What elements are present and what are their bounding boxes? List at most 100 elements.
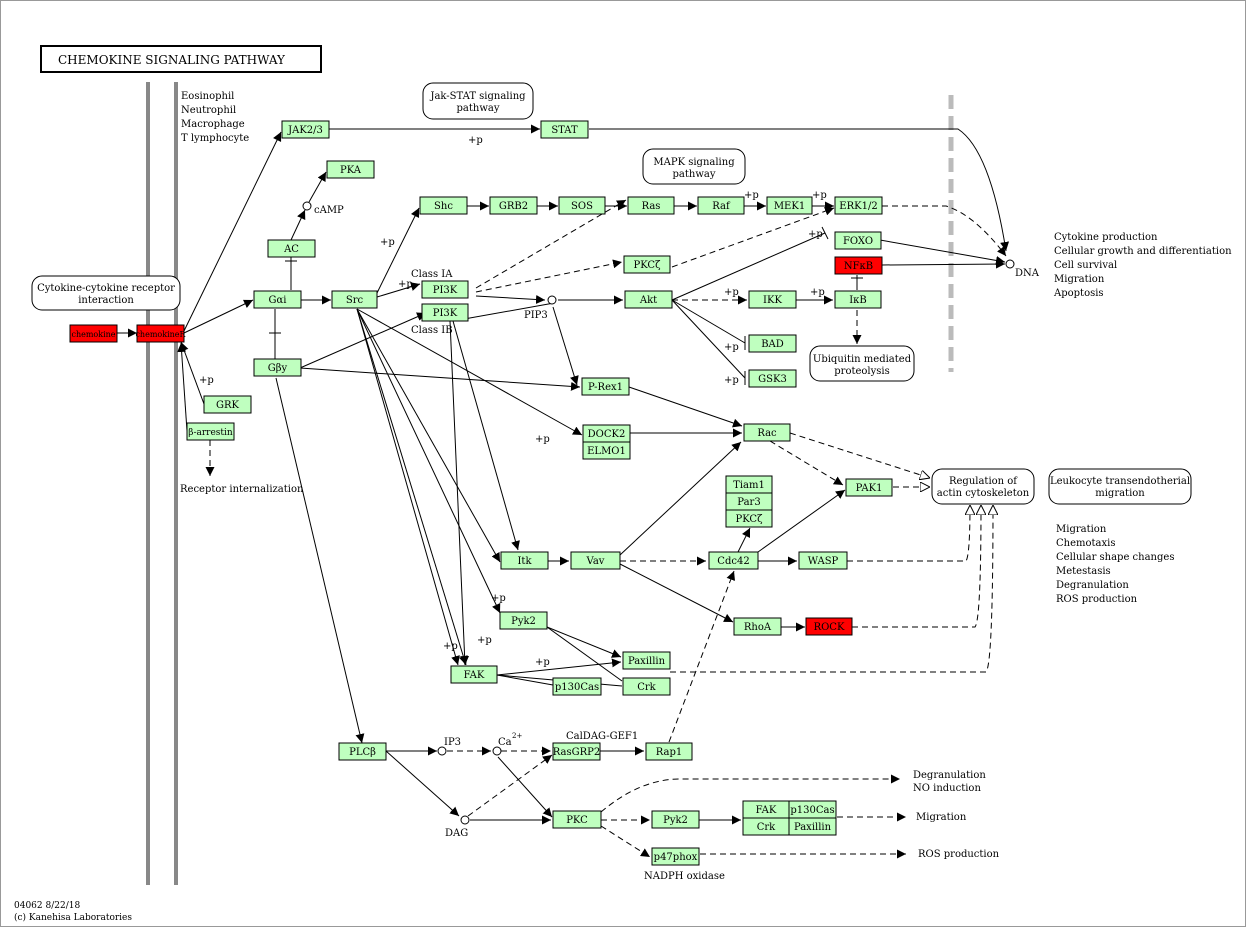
gene-paxillin-complex[interactable]: Paxillin [788, 817, 837, 836]
gene-ras[interactable]: Ras [627, 196, 675, 215]
svg-text:PKC: PKC [566, 815, 588, 826]
svg-text:+p: +p [535, 657, 550, 668]
gene-p130cas[interactable]: p130Cas [552, 677, 602, 696]
link-ubiquitin[interactable]: Ubiquitin mediated proteolysis [809, 345, 915, 382]
gene-plcb[interactable]: PLCβ [338, 742, 387, 761]
gene-pka[interactable]: PKA [326, 160, 375, 179]
svg-text:chemokineR: chemokineR [135, 330, 186, 339]
svg-text:Cytokine-cytokine receptor: Cytokine-cytokine receptor [37, 283, 175, 294]
caldag-label: CalDAG-GEF1 [566, 731, 638, 742]
link-leukocyte-migration[interactable]: Leukocyte transendotherial migration [1048, 468, 1192, 505]
gene-bad[interactable]: BAD [748, 334, 797, 353]
svg-text:+p: +p [477, 635, 492, 646]
gene-gsk3[interactable]: GSK3 [748, 369, 797, 388]
gene-elmo1[interactable]: ELMO1 [582, 441, 631, 460]
gene-grk[interactable]: GRK [203, 395, 252, 414]
gene-par3[interactable]: Par3 [725, 492, 773, 511]
svg-text:Rac: Rac [757, 428, 777, 439]
svg-text:Pyk2: Pyk2 [663, 815, 688, 826]
gene-src[interactable]: Src [331, 290, 378, 309]
svg-text:AC: AC [283, 244, 299, 255]
svg-text:FAK: FAK [464, 670, 485, 681]
gene-itk[interactable]: Itk [500, 551, 549, 570]
svg-text:p130Cas: p130Cas [790, 805, 834, 816]
svg-text:DOCK2: DOCK2 [588, 429, 626, 440]
gene-nfkb[interactable]: NFκB [834, 256, 883, 275]
gene-pak1[interactable]: PAK1 [845, 478, 893, 497]
gene-sos[interactable]: SOS [558, 196, 606, 215]
gene-pkcz-complex[interactable]: PKCζ [725, 509, 773, 528]
svg-text:PI3K: PI3K [433, 285, 458, 296]
gene-stat[interactable]: STAT [540, 120, 589, 139]
gene-erk[interactable]: ERK1/2 [834, 196, 883, 215]
gene-rhoa[interactable]: RhoA [733, 617, 782, 636]
svg-text:+p: +p [724, 342, 739, 353]
svg-text:+p: +p [724, 375, 739, 386]
svg-text:+p: +p [810, 287, 825, 298]
gene-grb2[interactable]: GRB2 [489, 196, 538, 215]
svg-text:Cellular shape changes: Cellular shape changes [1056, 552, 1174, 563]
gene-shc[interactable]: Shc [419, 196, 468, 215]
link-cytokine-receptor[interactable]: Cytokine-cytokine receptor interaction [31, 275, 181, 311]
gene-rap1[interactable]: Rap1 [645, 742, 693, 761]
gene-rac[interactable]: Rac [743, 423, 791, 442]
svg-text:Cytokine production: Cytokine production [1054, 232, 1158, 243]
gene-ikb[interactable]: IκB [834, 290, 882, 309]
svg-text:PKA: PKA [340, 165, 362, 176]
gene-raf[interactable]: Raf [697, 196, 745, 215]
gene-pyk2[interactable]: Pyk2 [499, 611, 548, 630]
svg-text:NFκB: NFκB [844, 261, 873, 272]
gene-crk[interactable]: Crk [622, 677, 671, 696]
gene-pi3k-class-ib[interactable]: PI3K [421, 303, 469, 322]
gene-foxo[interactable]: FOXO [834, 231, 882, 250]
svg-text:Par3: Par3 [737, 497, 760, 508]
gene-mek1[interactable]: MEK1 [766, 196, 813, 215]
gene-pi3k-class-ia[interactable]: PI3K [421, 280, 469, 299]
gene-p130cas-complex[interactable]: p130Cas [788, 800, 837, 819]
dag-label: DAG [445, 828, 468, 839]
gene-chemokine-receptor[interactable]: chemokineR [135, 324, 187, 343]
gene-crk-complex[interactable]: Crk [742, 817, 790, 836]
svg-text:Cdc42: Cdc42 [717, 556, 749, 567]
gene-prex1[interactable]: P-Rex1 [581, 377, 630, 396]
gene-vav[interactable]: Vav [570, 551, 621, 570]
svg-text:+p: +p [744, 190, 759, 201]
gene-fak[interactable]: FAK [450, 665, 498, 684]
link-actin-cytoskeleton[interactable]: Regulation of actin cytoskeleton [931, 468, 1035, 505]
gene-p47phox[interactable]: p47phox [651, 847, 700, 866]
svg-text:Cell survival: Cell survival [1054, 260, 1117, 271]
gene-tiam1[interactable]: Tiam1 [725, 475, 773, 494]
cell-type-3: Macrophage [181, 119, 245, 130]
svg-text:ERK1/2: ERK1/2 [839, 201, 877, 212]
svg-text:β-arrestin: β-arrestin [188, 428, 233, 438]
gene-cdc42[interactable]: Cdc42 [708, 551, 759, 570]
gene-fak-complex[interactable]: FAK [742, 800, 790, 819]
gene-gai[interactable]: Gαi [253, 290, 302, 309]
gene-dock2[interactable]: DOCK2 [582, 424, 631, 443]
gene-ac[interactable]: AC [267, 239, 316, 258]
gene-paxillin[interactable]: Paxillin [622, 651, 671, 670]
actin-outcomes: Migration Chemotaxis Cellular shape chan… [1056, 524, 1174, 605]
link-jak-stat[interactable]: Jak-STAT signaling pathway [422, 82, 534, 120]
gene-beta-arrestin[interactable]: β-arrestin [186, 422, 235, 441]
svg-text:GSK3: GSK3 [758, 374, 787, 385]
gene-pkcz[interactable]: PKCζ [623, 255, 671, 274]
svg-text:ROCK: ROCK [814, 622, 845, 633]
gene-ikk[interactable]: IKK [748, 290, 797, 309]
gene-gby[interactable]: Gβy [253, 358, 302, 377]
gene-rasgrp2[interactable]: RasGRP2 [552, 742, 601, 761]
gene-jak[interactable]: JAK2/3 [281, 120, 330, 139]
link-mapk[interactable]: MAPK signaling pathway [642, 148, 746, 185]
gene-akt[interactable]: Akt [624, 290, 673, 309]
gene-chemokine[interactable]: chemokine [69, 324, 118, 343]
gene-pkc[interactable]: PKC [552, 810, 602, 829]
gene-rock[interactable]: ROCK [805, 617, 853, 636]
relations [117, 124, 1010, 859]
cell-type-4: T lymphocyte [181, 133, 249, 144]
gene-pyk2-pkc[interactable]: Pyk2 [651, 810, 700, 829]
svg-text:Rap1: Rap1 [656, 747, 682, 758]
degranulation-outcome: Degranulation [913, 770, 986, 781]
no-induction-outcome: NO induction [913, 783, 981, 794]
svg-text:STAT: STAT [551, 125, 578, 136]
gene-wasp[interactable]: WASP [798, 551, 848, 570]
